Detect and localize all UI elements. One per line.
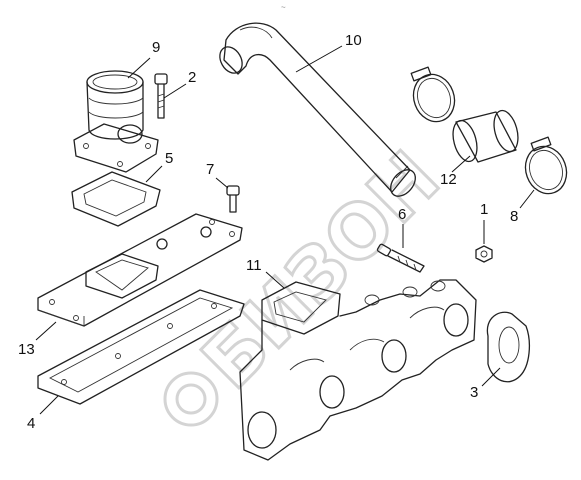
adapter-plate-part-13 [37, 213, 243, 327]
hose-clamp-part-8 [524, 136, 568, 195]
svg-text:12: 12 [440, 171, 457, 188]
long-gasket-part-4 [37, 289, 245, 405]
callout-5: 5 [145, 150, 173, 183]
nut-part-1 [475, 245, 493, 263]
bolt-part-2 [154, 73, 168, 119]
stud-bolt-part-6 [376, 243, 425, 273]
svg-text:7: 7 [206, 161, 214, 178]
callout-10: 10 [295, 32, 362, 73]
callout-13: 13 [18, 321, 57, 358]
callout-9: 9 [127, 39, 160, 79]
callout-12: 12 [440, 155, 471, 188]
bolt-part-7 [226, 185, 240, 213]
svg-text:3: 3 [470, 384, 478, 401]
exhaust-manifold-part-11 [239, 279, 477, 461]
callout-8: 8 [510, 189, 535, 225]
svg-text:13: 13 [18, 341, 35, 358]
svg-text:10: 10 [345, 32, 362, 49]
manifold-gasket-part-3 [486, 311, 531, 383]
callout-6: 6 [398, 206, 406, 248]
callout-7: 7 [206, 161, 229, 189]
gasket-part-5 [71, 171, 161, 227]
svg-text:5: 5 [165, 150, 173, 167]
callout-4: 4 [27, 395, 59, 432]
svg-text:6: 6 [398, 206, 406, 223]
svg-text:2: 2 [188, 69, 196, 86]
watermark-logo: БИЗОН [163, 134, 457, 427]
svg-text:8: 8 [510, 208, 518, 225]
svg-text:4: 4 [27, 415, 35, 432]
callout-11: 11 [246, 257, 285, 289]
svg-text:1: 1 [480, 201, 488, 218]
callout-3: 3 [470, 367, 501, 401]
callout-2: 2 [163, 69, 196, 99]
svg-text:11: 11 [246, 257, 262, 274]
svg-text:9: 9 [152, 39, 160, 56]
top-mark: ~ [281, 3, 286, 12]
callout-1: 1 [480, 201, 488, 244]
exhaust-pipe-elbow [219, 22, 416, 197]
hose-sleeve-part-12 [452, 109, 519, 163]
flanged-elbow-fitting [73, 70, 159, 173]
hose-clamp-upper [410, 66, 456, 123]
